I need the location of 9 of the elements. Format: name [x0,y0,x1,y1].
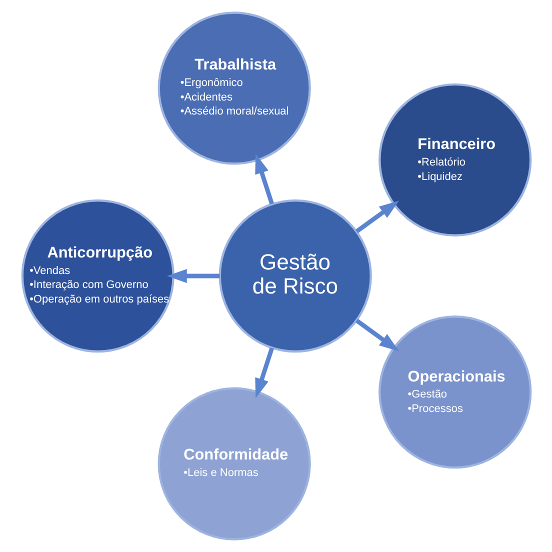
arrow [354,200,399,234]
node-circle: Gestão de Risco [218,199,372,353]
node-circle: Anticorrupção •Vendas •Interação com Governo •Operação em outros países [20,199,174,353]
arrow [254,154,274,205]
arrow [254,347,274,398]
node-circle: Trabalhista •Ergonômico •Acidentes •Assédio moral/sexual [157,12,310,165]
arrow [354,318,399,352]
arrow [166,269,220,283]
node-circle: Conformidade •Leis e Normas [157,387,310,540]
